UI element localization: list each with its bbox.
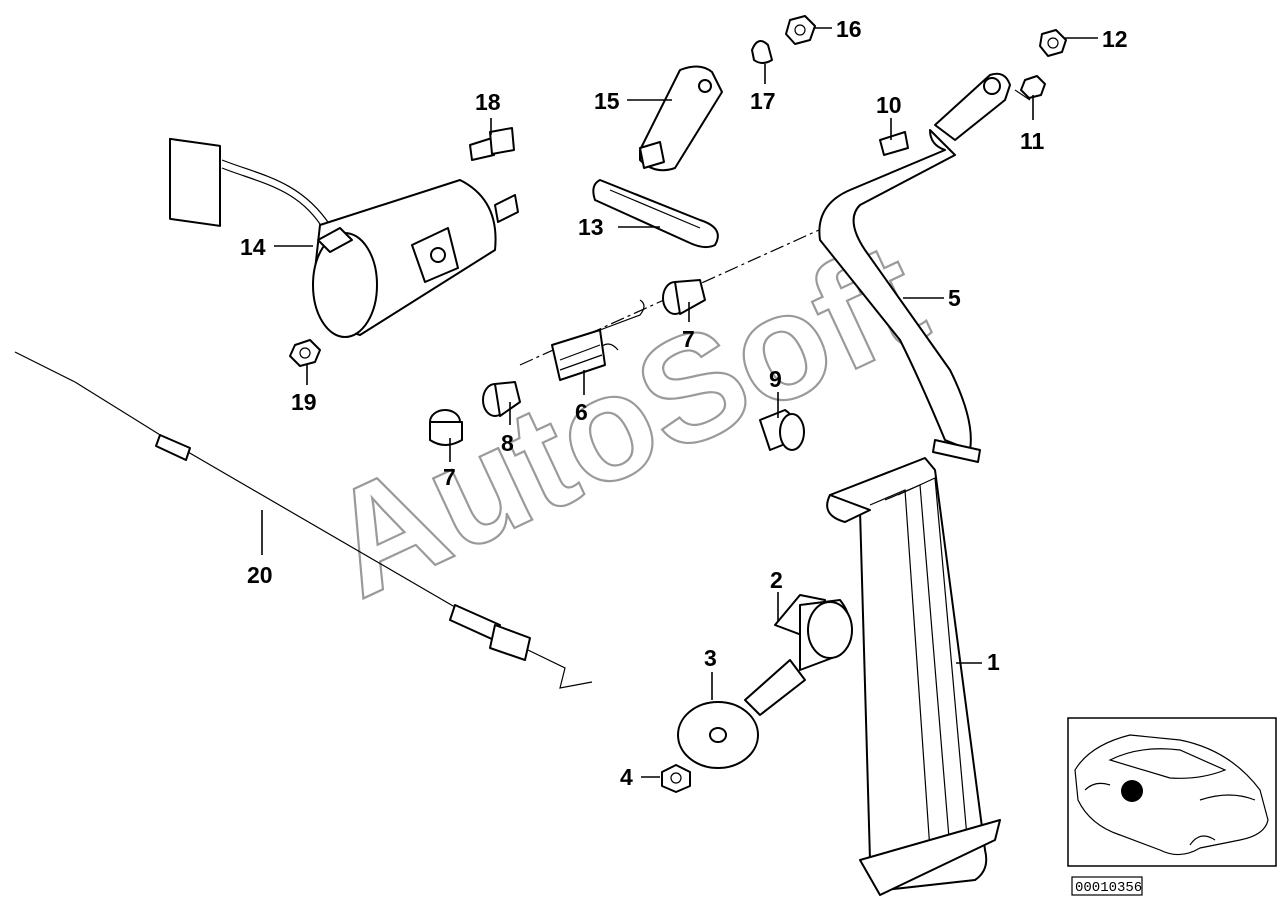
shaft-13-icon: [592, 179, 719, 249]
label-part-4: 4: [620, 764, 633, 790]
label-part-1: 1: [987, 649, 1000, 675]
label-part-17: 17: [750, 88, 776, 114]
lever-plate-15-icon: [639, 65, 723, 172]
leader-lines: [261, 27, 1098, 778]
stop-buffer-9-icon: [759, 409, 805, 451]
actuator-motor-icon: [169, 137, 519, 338]
part-labels: 1 2 3 4 5 6 7 7 8 9 10 11 12 13 14 15 16…: [240, 16, 1128, 790]
bushing-8-icon: [482, 381, 521, 417]
car-location-thumbnail: 00010356: [1067, 717, 1277, 896]
nut-11-icon: [1020, 75, 1046, 99]
label-part-9: 9: [769, 366, 782, 392]
nut-16-icon: [785, 15, 816, 45]
label-part-8: 8: [501, 430, 514, 456]
car-location-thumbnail-icon: [1074, 734, 1269, 856]
bolt-18-icon: [469, 127, 515, 161]
label-part-7-lower: 7: [443, 464, 456, 490]
label-part-16: 16: [836, 16, 862, 42]
nut-4-icon: [661, 764, 691, 793]
pedal-arm-5-icon: [818, 72, 1031, 463]
label-part-7-upper: 7: [682, 326, 695, 352]
bushing-7-lower-icon: [429, 409, 463, 446]
label-part-3: 3: [704, 645, 717, 671]
label-part-13: 13: [578, 214, 604, 240]
washer-3-icon: [677, 701, 759, 769]
accelerator-pedal-1-icon: [826, 457, 1001, 896]
document-id: 00010356: [1075, 880, 1142, 896]
nut-12-icon: [1039, 29, 1067, 57]
screw-10-icon: [879, 131, 909, 156]
label-part-20: 20: [247, 562, 273, 588]
bushing-7-upper-icon: [662, 279, 706, 315]
label-part-6: 6: [575, 399, 588, 425]
nut-19-icon: [289, 339, 321, 367]
return-spring-6-icon: [551, 299, 645, 381]
label-part-14: 14: [240, 234, 266, 260]
label-part-12: 12: [1102, 26, 1128, 52]
label-part-18: 18: [475, 89, 501, 115]
pivot-sensor-2-icon: [744, 594, 853, 716]
throttle-cable-icon: [14, 351, 593, 689]
label-part-2: 2: [770, 567, 783, 593]
clip-17-icon: [751, 40, 773, 64]
label-part-15: 15: [594, 88, 620, 114]
label-part-11: 11: [1020, 128, 1045, 154]
label-part-19: 19: [291, 389, 317, 415]
label-part-5: 5: [948, 285, 961, 311]
label-part-10: 10: [876, 92, 902, 118]
